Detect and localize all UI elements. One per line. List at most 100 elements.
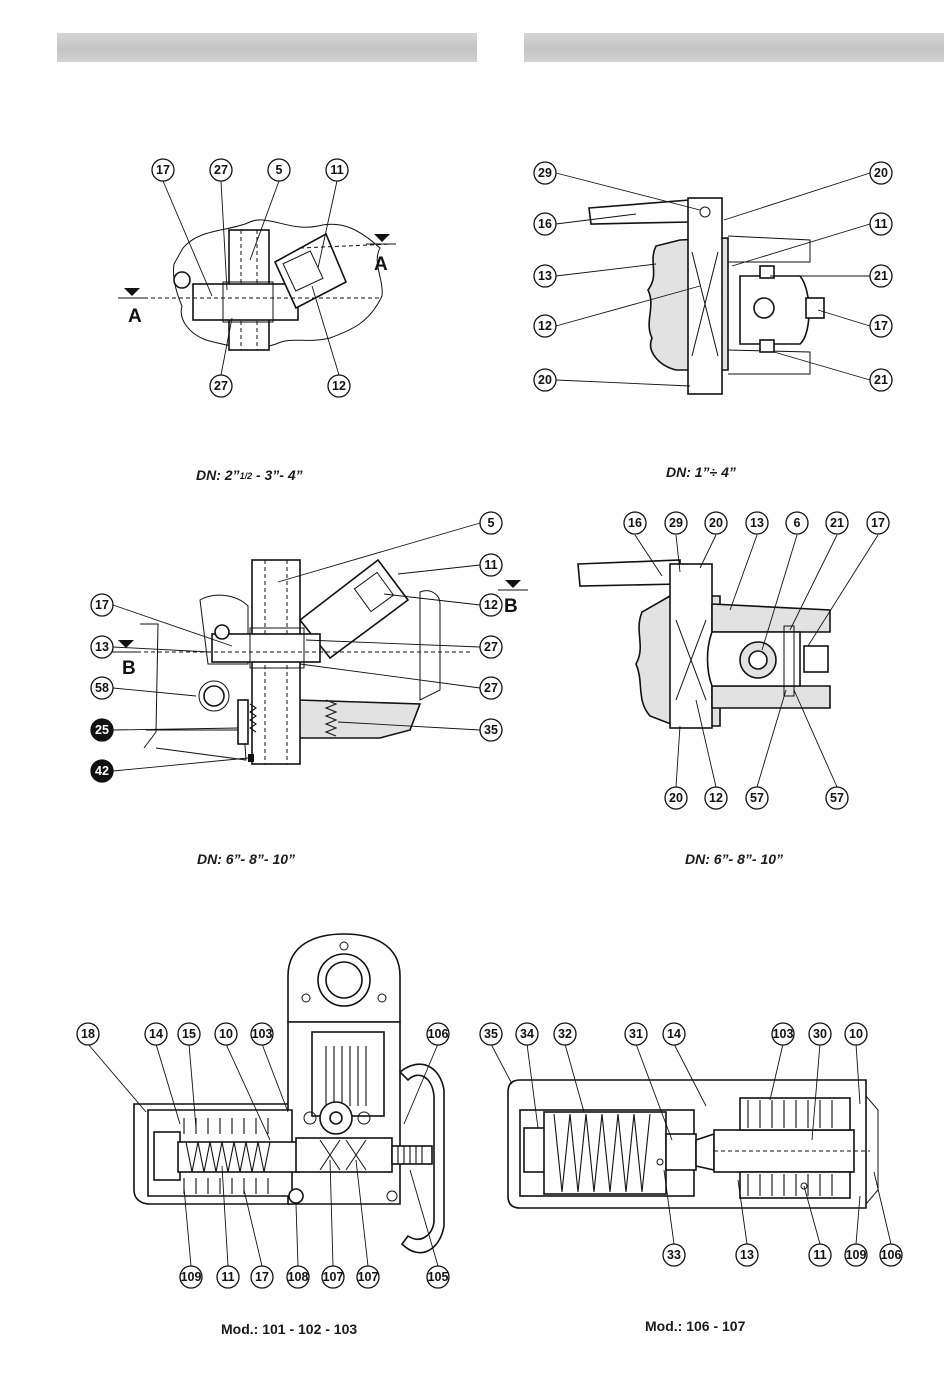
section-letter-a-left: A: [128, 306, 142, 327]
header-bar-right: [524, 33, 944, 62]
callout-30: 30: [808, 1022, 832, 1046]
callout-103: 103: [771, 1022, 795, 1046]
svg-text:109: 109: [846, 1248, 867, 1262]
svg-text:108: 108: [288, 1270, 309, 1284]
svg-text:57: 57: [830, 791, 844, 805]
callout-12: 12: [479, 593, 503, 617]
callout-33: 33: [662, 1243, 686, 1267]
callout-35: 35: [479, 718, 503, 742]
callout-21: 21: [825, 511, 849, 535]
svg-text:34: 34: [520, 1027, 534, 1041]
svg-text:31: 31: [629, 1027, 643, 1041]
svg-text:13: 13: [750, 516, 764, 530]
svg-text:35: 35: [484, 1027, 498, 1041]
svg-text:13: 13: [740, 1248, 754, 1262]
svg-text:16: 16: [538, 217, 552, 231]
svg-text:58: 58: [95, 681, 109, 695]
svg-text:13: 13: [538, 269, 552, 283]
callout-10: 10: [844, 1022, 868, 1046]
callout-109: 109: [179, 1265, 203, 1289]
callout-58: 58: [90, 676, 114, 700]
callout-10: 10: [214, 1022, 238, 1046]
callout-17: 17: [90, 593, 114, 617]
section-letter-b-left: B: [122, 658, 136, 679]
svg-text:109: 109: [181, 1270, 202, 1284]
callout-27: 27: [209, 158, 233, 182]
callout-27-top: 27: [479, 635, 503, 659]
svg-text:17: 17: [874, 319, 888, 333]
diagram-dn-6-10-valve-section-left: B B 5 11 12 27 27 35 17 13 58 25 42: [90, 511, 528, 783]
callout-14: 14: [144, 1022, 168, 1046]
callout-17: 17: [866, 511, 890, 535]
caption-dn-6-10-left: DN: 6”- 8”- 10”: [197, 851, 296, 867]
callout-17: 17: [151, 158, 175, 182]
callout-13: 13: [745, 511, 769, 535]
svg-text:17: 17: [871, 516, 885, 530]
caption-mod-106-107: Mod.: 106 - 107: [645, 1318, 746, 1334]
callout-107-left: 107: [321, 1265, 345, 1289]
callout-20-bottom: 20: [664, 786, 688, 810]
callout-35: 35: [479, 1022, 503, 1046]
callout-29: 29: [533, 161, 557, 185]
callout-106: 106: [879, 1243, 903, 1267]
svg-text:11: 11: [813, 1248, 826, 1262]
callout-12: 12: [533, 314, 557, 338]
callout-20-right: 20: [869, 161, 893, 185]
svg-text:17: 17: [95, 598, 109, 612]
callout-5: 5: [267, 158, 291, 182]
svg-text:30: 30: [813, 1027, 827, 1041]
callout-13: 13: [533, 264, 557, 288]
callout-21-top: 21: [869, 264, 893, 288]
callout-105: 105: [426, 1265, 450, 1289]
svg-text:32: 32: [558, 1027, 572, 1041]
callout-13: 13: [735, 1243, 759, 1267]
callout-57-right: 57: [825, 786, 849, 810]
callout-12: 12: [327, 374, 351, 398]
callout-11: 11: [325, 158, 349, 182]
callout-17: 17: [869, 314, 893, 338]
callout-11: 11: [479, 553, 503, 577]
svg-text:12: 12: [538, 319, 552, 333]
svg-text:25: 25: [95, 723, 109, 737]
callout-106: 106: [426, 1022, 450, 1046]
diagram-dn-6-10-valve-section-right: 16 29 20 13 6 21 17 20 12 57 57: [577, 511, 890, 810]
callout-16: 16: [623, 511, 647, 535]
svg-text:14: 14: [667, 1027, 681, 1041]
svg-text:18: 18: [81, 1027, 95, 1041]
svg-text:103: 103: [252, 1027, 273, 1041]
caption-mod-101-103: Mod.: 101 - 102 - 103: [221, 1321, 358, 1337]
callout-6: 6: [785, 511, 809, 535]
section-letter-b-right: B: [504, 596, 518, 617]
callout-16: 16: [533, 212, 557, 236]
callout-103: 103: [250, 1022, 274, 1046]
svg-text:35: 35: [484, 723, 498, 737]
svg-text:106: 106: [881, 1248, 902, 1262]
svg-text:27: 27: [484, 640, 498, 654]
callout-20-left: 20: [533, 368, 557, 392]
svg-text:13: 13: [95, 640, 109, 654]
callout-31: 31: [624, 1022, 648, 1046]
svg-text:106: 106: [428, 1027, 449, 1041]
callout-27-bottom: 27: [479, 676, 503, 700]
svg-text:17: 17: [255, 1270, 269, 1284]
svg-text:29: 29: [538, 166, 552, 180]
callout-108: 108: [286, 1265, 310, 1289]
callout-21-bottom: 21: [869, 368, 893, 392]
svg-text:6: 6: [794, 516, 801, 530]
svg-text:27: 27: [214, 163, 228, 177]
section-letter-a-right: A: [374, 254, 388, 275]
svg-text:42: 42: [95, 764, 109, 778]
callout-14: 14: [662, 1022, 686, 1046]
svg-text:12: 12: [709, 791, 723, 805]
callout-34: 34: [515, 1022, 539, 1046]
callout-107-right: 107: [356, 1265, 380, 1289]
header-bar-left: [57, 33, 477, 62]
callout-20-top: 20: [704, 511, 728, 535]
callout-109: 109: [844, 1243, 868, 1267]
svg-text:103: 103: [773, 1027, 794, 1041]
svg-text:20: 20: [669, 791, 683, 805]
svg-text:107: 107: [358, 1270, 379, 1284]
svg-text:17: 17: [156, 163, 170, 177]
svg-text:5: 5: [276, 163, 283, 177]
diagram-dn-1-4-valve-section: 29 16 13 12 20 20 11 21 17 21: [533, 161, 893, 395]
